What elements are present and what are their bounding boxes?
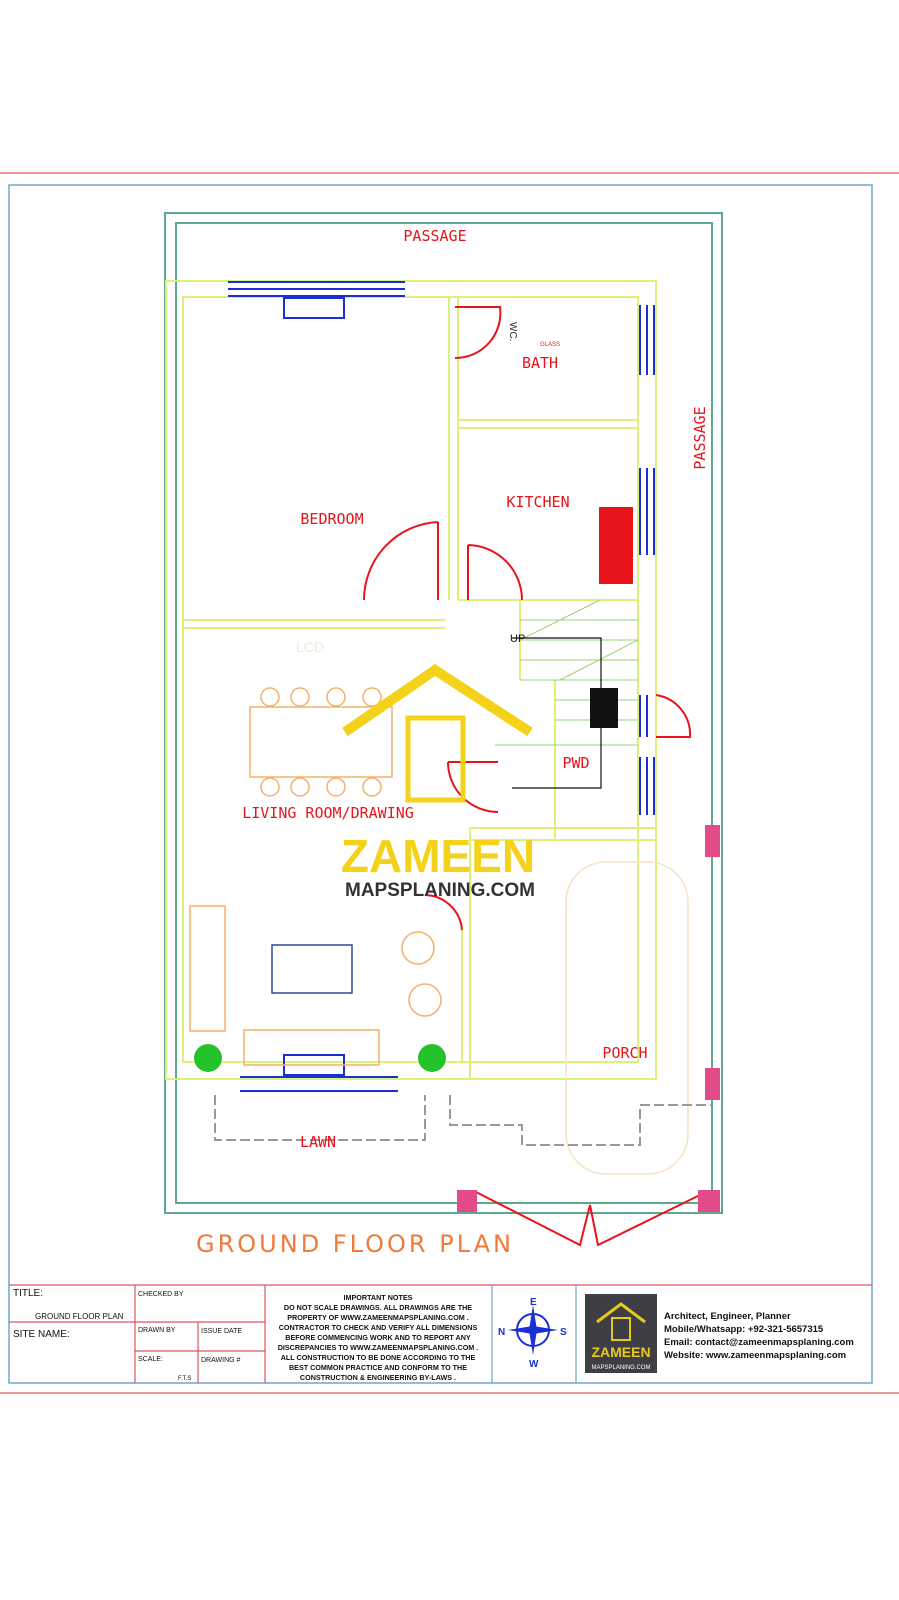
label-up: UP [510, 633, 525, 645]
zameen-logo: ZAMEEN MAPSPLANING.COM [585, 1294, 657, 1373]
compass-w: W [529, 1359, 539, 1370]
label-bedroom: BEDROOM [300, 510, 363, 528]
scale-label: SCALE: [138, 1356, 163, 1363]
watermark-brand: ZAMEEN [341, 830, 535, 882]
title-block-grid [9, 1284, 872, 1383]
drawing-title: GROUND FLOOR PLAN [196, 1230, 514, 1258]
windows [228, 281, 655, 1092]
contact-website: Website: www.zameenmapsplaning.com [664, 1350, 846, 1361]
watermark-sub: MAPSPLANING.COM [345, 880, 535, 901]
checked-by-label: CHECKED BY [138, 1291, 184, 1298]
walls [165, 280, 657, 1080]
notes-line: CONTRACTOR TO CHECK AND VERIFY ALL DIMEN… [279, 1323, 478, 1332]
notes-heading: IMPORTANT NOTES [344, 1293, 413, 1302]
label-pwd: PWD [562, 754, 589, 772]
label-glass: GLASS [540, 342, 560, 348]
drawn-by-label: DRAWN BY [138, 1327, 176, 1334]
scale-value: F.T.S [178, 1376, 191, 1382]
zameen-watermark-logo: ZAMEEN MAPSPLANING.COM [341, 663, 535, 901]
logo-brand: ZAMEEN [591, 1344, 650, 1360]
pillars [457, 825, 720, 1212]
toilet-icon [590, 688, 618, 728]
label-living-room: LIVING ROOM/DRAWING [242, 804, 414, 822]
dining-table [189, 687, 442, 1066]
compass-s: S [560, 1327, 567, 1338]
drawing-no-label: DRAWING # [201, 1357, 241, 1364]
plant-icon [194, 1044, 222, 1072]
important-notes: IMPORTANT NOTES DO NOT SCALE DRAWINGS. A… [278, 1293, 479, 1382]
kitchen-sink [599, 507, 633, 584]
issue-date-label: ISSUE DATE [201, 1328, 242, 1335]
coffee-table [271, 944, 353, 994]
label-kitchen: KITCHEN [506, 493, 569, 511]
label-bath: BATH [522, 354, 558, 372]
label-passage-top: PASSAGE [403, 227, 466, 245]
label-lcd: LCD [296, 639, 324, 655]
contact-email: Email: contact@zameenmapsplaning.com [664, 1337, 854, 1348]
title-label: TITLE: [13, 1288, 43, 1299]
compass-e: E [530, 1297, 537, 1308]
notes-line: BEST COMMON PRACTICE AND CONFORM TO THE [289, 1363, 467, 1372]
label-lawn: LAWN [300, 1133, 336, 1151]
notes-line: CONSTRUCTION & ENGINEERING BY-LAWS . [300, 1373, 456, 1382]
lawn-edging [214, 1095, 712, 1146]
plant-icon [418, 1044, 446, 1072]
label-porch: PORCH [602, 1044, 647, 1062]
plot-boundary-inner [175, 222, 713, 1204]
car-outline [565, 861, 689, 1175]
contact-info: Architect, Engineer, Planner Mobile/What… [664, 1311, 854, 1361]
label-wc: WC. [507, 322, 518, 341]
compass-icon: E N S W [498, 1297, 567, 1370]
contact-role: Architect, Engineer, Planner [664, 1311, 791, 1322]
contact-phone: Mobile/Whatsapp: +92-321-5657315 [664, 1324, 824, 1335]
label-passage-right: PASSAGE [691, 406, 709, 469]
stairs [495, 599, 639, 746]
drawing-border [8, 184, 873, 1384]
notes-line: PROPERTY OF WWW.ZAMEENMAPSPLANING.COM . [287, 1313, 469, 1322]
notes-line: ALL CONSTRUCTION TO BE DONE ACCORDING TO… [281, 1353, 476, 1362]
site-name-label: SITE NAME: [13, 1329, 70, 1340]
notes-line: BEFORE COMMENCING WORK AND TO REPORT ANY [285, 1333, 471, 1342]
compass-n: N [498, 1327, 505, 1338]
title-value: GROUND FLOOR PLAN [35, 1312, 124, 1321]
notes-line: DISCREPANCIES TO WWW.ZAMEENMAPSPLANING.C… [278, 1343, 479, 1352]
doors [362, 306, 701, 1247]
notes-line: DO NOT SCALE DRAWINGS. ALL DRAWINGS ARE … [284, 1303, 472, 1312]
logo-sub: MAPSPLANING.COM [591, 1365, 650, 1371]
